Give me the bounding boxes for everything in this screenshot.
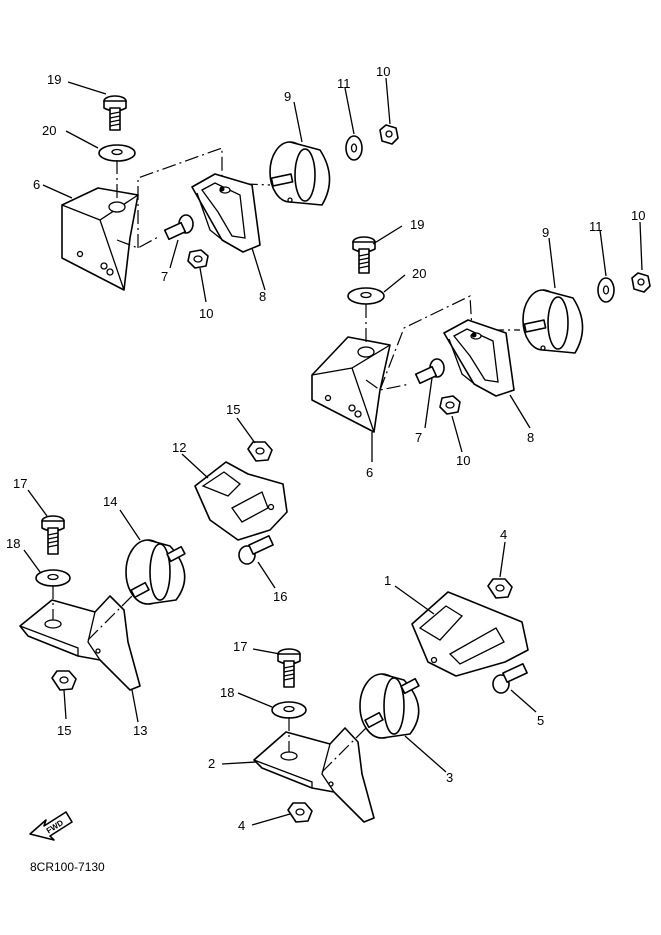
middle-left-mount-assembly (19, 441, 288, 691)
flange-bolt-5 (492, 663, 528, 694)
callout-10-upper-left-mount: 10 (376, 64, 390, 79)
frame-bracket-2 (253, 727, 375, 823)
callout-2: 2 (208, 756, 215, 771)
washer-18-right (271, 701, 307, 719)
flange-bolt-16 (238, 535, 274, 565)
callout-12: 12 (172, 440, 186, 455)
engine-bracket-8-upper-right (443, 319, 515, 397)
flange-bolt-7-upper-left (163, 214, 194, 241)
callout-1: 1 (384, 573, 391, 588)
callout-15-lower: 15 (57, 723, 71, 738)
washer-20-upper-left (98, 144, 136, 162)
callout-10-upper-right-mount: 10 (631, 208, 645, 223)
callout-17-left: 17 (13, 476, 27, 491)
washer-20-upper-right (347, 287, 385, 305)
frame-bracket-6-upper-right (311, 336, 391, 433)
rubber-mount-9-upper-left (269, 141, 331, 206)
callout-13: 13 (133, 723, 147, 738)
callout-18-left: 18 (6, 536, 20, 551)
diagram-reference-code: 8CR100-7130 (30, 860, 105, 874)
callout-11-upper-right: 11 (589, 219, 603, 234)
callout-7-upper-left: 7 (161, 269, 168, 284)
flange-bolt-19-upper-right (352, 236, 376, 274)
callout-8-upper-right: 8 (527, 430, 534, 445)
callout-11-upper-left: 11 (337, 76, 351, 91)
nut-10-upper-right-bracket (439, 395, 461, 415)
washer-11-upper-left (345, 135, 363, 161)
engine-bracket-1 (411, 591, 529, 677)
rubber-mount-3 (359, 673, 420, 739)
alignment-line-middle-left (52, 585, 133, 641)
callout-20-upper-left: 20 (42, 123, 56, 138)
callout-9-upper-right: 9 (542, 225, 549, 240)
callout-15-upper: 15 (226, 402, 240, 417)
nut-10-upper-right-mount (631, 272, 651, 293)
rubber-mount-14 (125, 539, 186, 605)
callout-10-upper-left-bracket: 10 (199, 306, 213, 321)
washer-11-upper-right (597, 277, 615, 303)
frame-bracket-13 (19, 595, 141, 691)
callout-4-lower: 4 (238, 818, 245, 833)
callout-19-upper-right: 19 (410, 217, 424, 232)
flange-bolt-17-left (41, 515, 65, 555)
nut-15-lower (51, 670, 77, 691)
alignment-line-lower-right (288, 717, 369, 773)
callout-19-upper-left: 19 (47, 72, 61, 87)
engine-bracket-8-upper-left (191, 173, 261, 253)
callout-8-upper-left: 8 (259, 289, 266, 304)
callout-6-upper-right: 6 (366, 465, 373, 480)
callout-4-upper: 4 (500, 527, 507, 542)
callout-18-right: 18 (220, 685, 234, 700)
upper-right-mount-assembly (311, 236, 651, 433)
forward-direction-arrow-icon: FWD (29, 811, 73, 841)
nut-4-upper (487, 578, 513, 599)
callout-5: 5 (537, 713, 544, 728)
callout-10-upper-right-bracket: 10 (456, 453, 470, 468)
rubber-mount-9-upper-right (522, 289, 584, 354)
callout-17-right: 17 (233, 639, 247, 654)
engine-bracket-12 (194, 461, 288, 541)
callout-20-upper-right: 20 (412, 266, 426, 281)
callout-7-upper-right: 7 (415, 430, 422, 445)
washer-18-left (35, 569, 71, 587)
nut-4-lower (287, 802, 313, 823)
callout-16: 16 (273, 589, 287, 604)
lower-right-mount-assembly (253, 578, 529, 823)
flange-bolt-19-upper-left (103, 95, 127, 131)
callout-14: 14 (103, 494, 117, 509)
nut-15-upper (247, 441, 273, 462)
callout-labels: 19 20 6 7 10 8 9 11 10 19 20 9 11 10 7 1… (6, 64, 645, 833)
nut-10-upper-left-mount (379, 124, 399, 145)
nut-10-upper-left-bracket (187, 249, 209, 269)
callout-3: 3 (446, 770, 453, 785)
flange-bolt-17-right (277, 648, 301, 688)
callout-9-upper-left: 9 (284, 89, 291, 104)
flange-bolt-7-upper-right (414, 358, 445, 385)
upper-left-mount-assembly (61, 95, 399, 291)
callout-6-upper-left: 6 (33, 177, 40, 192)
alignment-line-upper-right (365, 295, 520, 391)
leader-lines (23, 77, 643, 826)
frame-bracket-6-upper-left (61, 187, 139, 291)
